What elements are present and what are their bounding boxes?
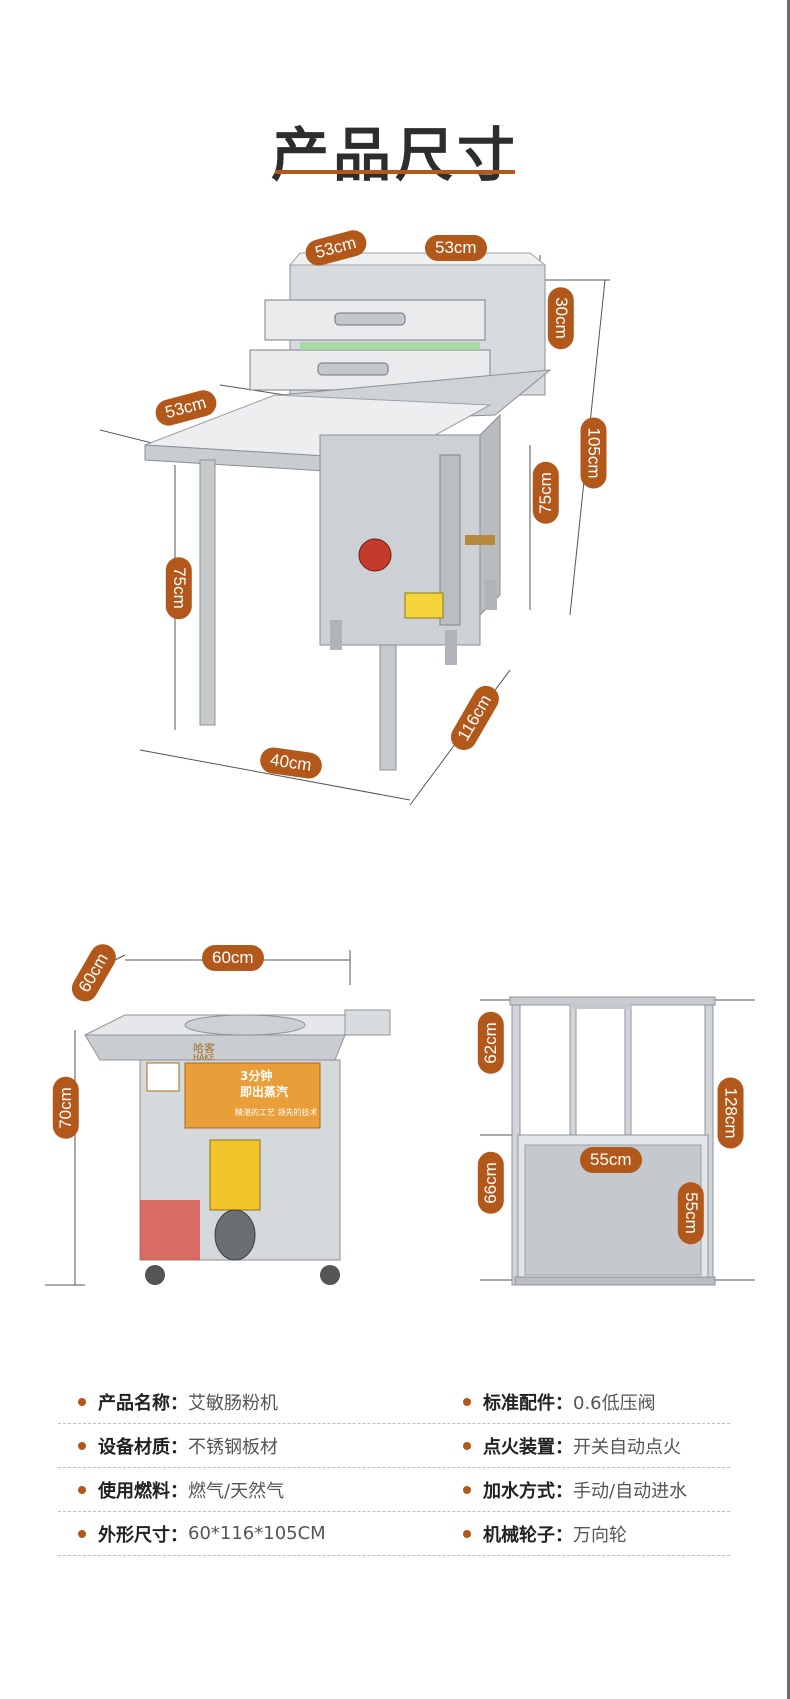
spec-value: 手动/自动进水 <box>573 1480 688 1502</box>
spec-label: 点火装置： <box>483 1436 573 1458</box>
main-machine-illustration <box>100 252 610 806</box>
dim-frame-inner-height: 55cm <box>677 1182 704 1244</box>
dim-frame-total: 128cm <box>717 1077 744 1149</box>
bullet-icon <box>78 1397 86 1406</box>
bullet-icon <box>78 1529 86 1538</box>
bullet-icon <box>78 1441 86 1450</box>
dim-small-width: 60cm <box>202 945 264 971</box>
spec-cell: 点火装置： 开关自动点火 <box>463 1433 681 1459</box>
dim-box-height: 30cm <box>547 287 574 349</box>
spec-row: 产品名称： 艾敏肠粉机 标准配件： 0.6低压阀 <box>58 1380 730 1424</box>
spec-value: 开关自动点火 <box>573 1436 681 1458</box>
spec-cell: 加水方式： 手动/自动进水 <box>463 1477 687 1503</box>
bullet-icon <box>463 1529 471 1538</box>
spec-value: 60*116*105CM <box>188 1523 326 1544</box>
small-machine-figure: 60cm 60cm 70cm 哈客 HAKE 3分钟 即出蒸汽 精湛的工艺 领先… <box>45 939 420 1295</box>
dim-total-height: 105cm <box>580 417 607 489</box>
machine-brand-en: HAKE <box>193 1053 215 1062</box>
spec-row: 外形尺寸： 60*116*105CM 机械轮子： 万向轮 <box>58 1512 730 1556</box>
frame-illustration <box>480 996 755 1286</box>
frame-figure: 62cm 66cm 128cm 55cm 55cm <box>477 985 755 1295</box>
spec-cell: 机械轮子： 万向轮 <box>463 1521 627 1547</box>
spec-label: 使用燃料： <box>98 1480 188 1502</box>
page-title: 产品尺寸 <box>270 121 519 189</box>
spec-value: 燃气/天然气 <box>188 1480 285 1502</box>
spec-value: 0.6低压阀 <box>573 1392 656 1414</box>
bullet-icon <box>78 1485 86 1494</box>
dim-frame-lower: 66cm <box>477 1152 504 1214</box>
dim-top-right-width: 53cm <box>425 235 487 261</box>
page-edge-bar <box>787 0 790 1699</box>
dim-frame-upper: 62cm <box>477 1012 504 1074</box>
spec-row: 使用燃料： 燃气/天然气 加水方式： 手动/自动进水 <box>58 1468 730 1512</box>
dim-table-leg: 75cm <box>165 557 192 619</box>
machine-promo-line2: 即出蒸汽 <box>240 1085 289 1099</box>
spec-label: 产品名称： <box>98 1392 188 1414</box>
bullet-icon <box>463 1397 471 1406</box>
spec-label: 外形尺寸： <box>98 1524 188 1546</box>
machine-brand: 哈客 <box>193 1042 215 1055</box>
spec-value: 艾敏肠粉机 <box>188 1392 278 1414</box>
spec-cell: 使用燃料： 燃气/天然气 <box>78 1477 284 1503</box>
spec-label: 设备材质： <box>98 1436 188 1458</box>
title-underline <box>275 170 515 174</box>
spec-cell: 产品名称： 艾敏肠粉机 <box>78 1389 278 1415</box>
spec-label: 机械轮子： <box>483 1524 573 1546</box>
spec-value: 万向轮 <box>573 1524 627 1546</box>
spec-cell: 设备材质： 不锈钢板材 <box>78 1433 278 1459</box>
dim-small-height: 70cm <box>52 1077 79 1139</box>
spec-label: 标准配件： <box>483 1392 573 1414</box>
spec-label: 加水方式： <box>483 1480 573 1502</box>
small-machine-illustration <box>45 950 391 1286</box>
main-machine-figure: 53cm 53cm 30cm 105cm 53cm 75cm 75cm 40cm… <box>100 227 680 895</box>
spec-cell: 标准配件： 0.6低压阀 <box>463 1389 656 1415</box>
machine-promo-line1: 3分钟 <box>240 1069 273 1083</box>
dim-cabinet-height: 75cm <box>532 462 559 524</box>
spec-row: 设备材质： 不锈钢板材 点火装置： 开关自动点火 <box>58 1424 730 1468</box>
bullet-icon <box>463 1441 471 1450</box>
dim-frame-inner-width: 55cm <box>580 1147 642 1173</box>
spec-cell: 外形尺寸： 60*116*105CM <box>78 1521 326 1547</box>
machine-promo-line3: 精湛的工艺 领先的技术 <box>235 1108 318 1117</box>
bullet-icon <box>463 1485 471 1494</box>
spec-value: 不锈钢板材 <box>188 1436 278 1458</box>
spec-table: 产品名称： 艾敏肠粉机 标准配件： 0.6低压阀 设备材质： 不锈钢板材 点火装… <box>58 1380 730 1556</box>
